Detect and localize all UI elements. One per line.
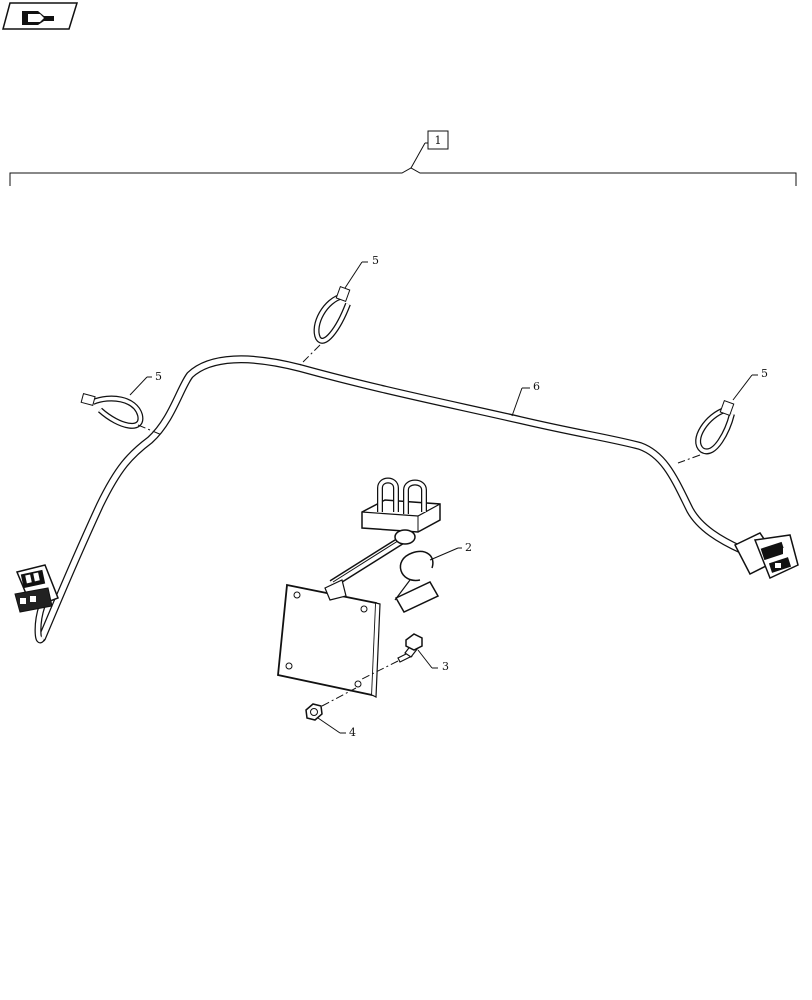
assembly-bracket: 1 [9,130,797,186]
callout-bolt: 3 [442,660,449,673]
left-connector [14,564,59,613]
wiring-harness [34,355,746,644]
callout-tie-right: 5 [761,367,768,380]
cable-tie-left: 5 [80,370,163,436]
callout-harness: 6 [533,380,540,393]
callout-tie-left: 5 [155,370,162,383]
book-arrow-icon[interactable] [2,2,79,30]
callout-bracket: 2 [465,541,472,554]
mounting-bracket: 2 [277,477,472,698]
callout-tie-top: 5 [372,254,379,267]
assembly-callout-box [427,130,449,150]
right-connector [733,532,799,580]
harness-callout: 6 [511,380,540,417]
assembly-callout-label: 1 [435,134,442,147]
cable-tie-top: 5 [299,254,379,366]
callout-nut: 4 [349,726,356,739]
cable-tie-right: 5 [677,367,768,464]
bolt: 3 [359,633,449,681]
nut: 4 [305,687,357,739]
